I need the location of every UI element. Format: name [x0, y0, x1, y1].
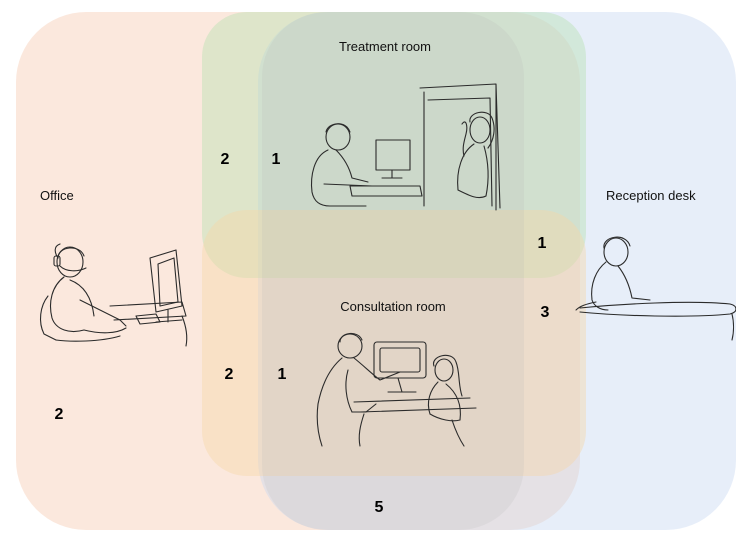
- sketch-treatment-room: [310, 83, 501, 211]
- sketch-consultation-room: [316, 332, 477, 447]
- region-reception: [258, 12, 736, 530]
- count-office-treatment: 2: [221, 151, 230, 168]
- count-office-consultation: 2: [225, 366, 234, 383]
- count-consultation-only: 1: [278, 366, 287, 383]
- label-consultation-room: Consultation room: [340, 299, 446, 314]
- region-gray: [262, 12, 524, 530]
- count-reception-consultation: 3: [541, 304, 550, 321]
- sketch-reception-desk: [575, 236, 736, 341]
- count-treatment-consultation: 1: [538, 235, 547, 252]
- label-office: Office: [40, 188, 74, 203]
- count-treatment-only: 1: [272, 151, 281, 168]
- region-consultation: [202, 210, 586, 476]
- region-treatment: [202, 12, 586, 278]
- label-reception-desk: Reception desk: [606, 188, 696, 203]
- count-bottom-overlap: 5: [375, 499, 384, 516]
- label-treatment-room: Treatment room: [339, 39, 431, 54]
- region-office: [16, 12, 580, 530]
- sketch-office-worker: [39, 243, 188, 347]
- count-office-only: 2: [55, 406, 64, 423]
